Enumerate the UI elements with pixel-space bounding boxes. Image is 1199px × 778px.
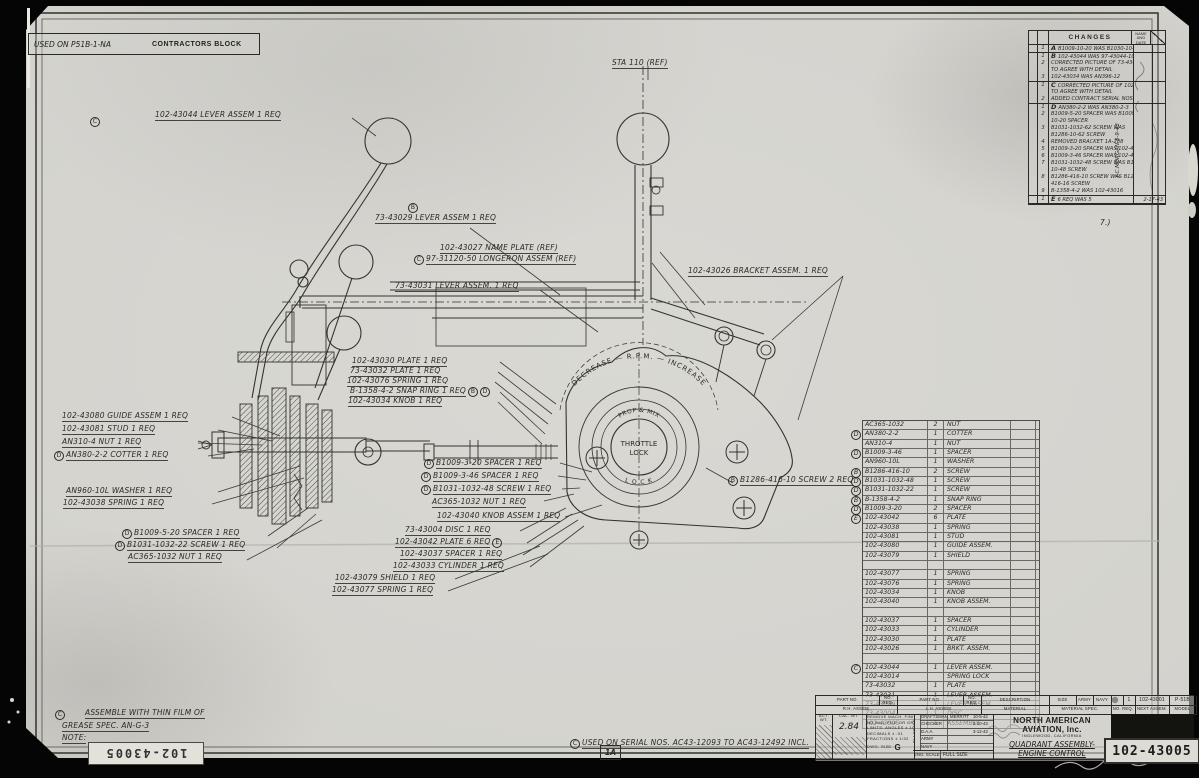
drawing-sheet <box>26 6 1189 758</box>
margin-signature <box>1054 756 1172 770</box>
